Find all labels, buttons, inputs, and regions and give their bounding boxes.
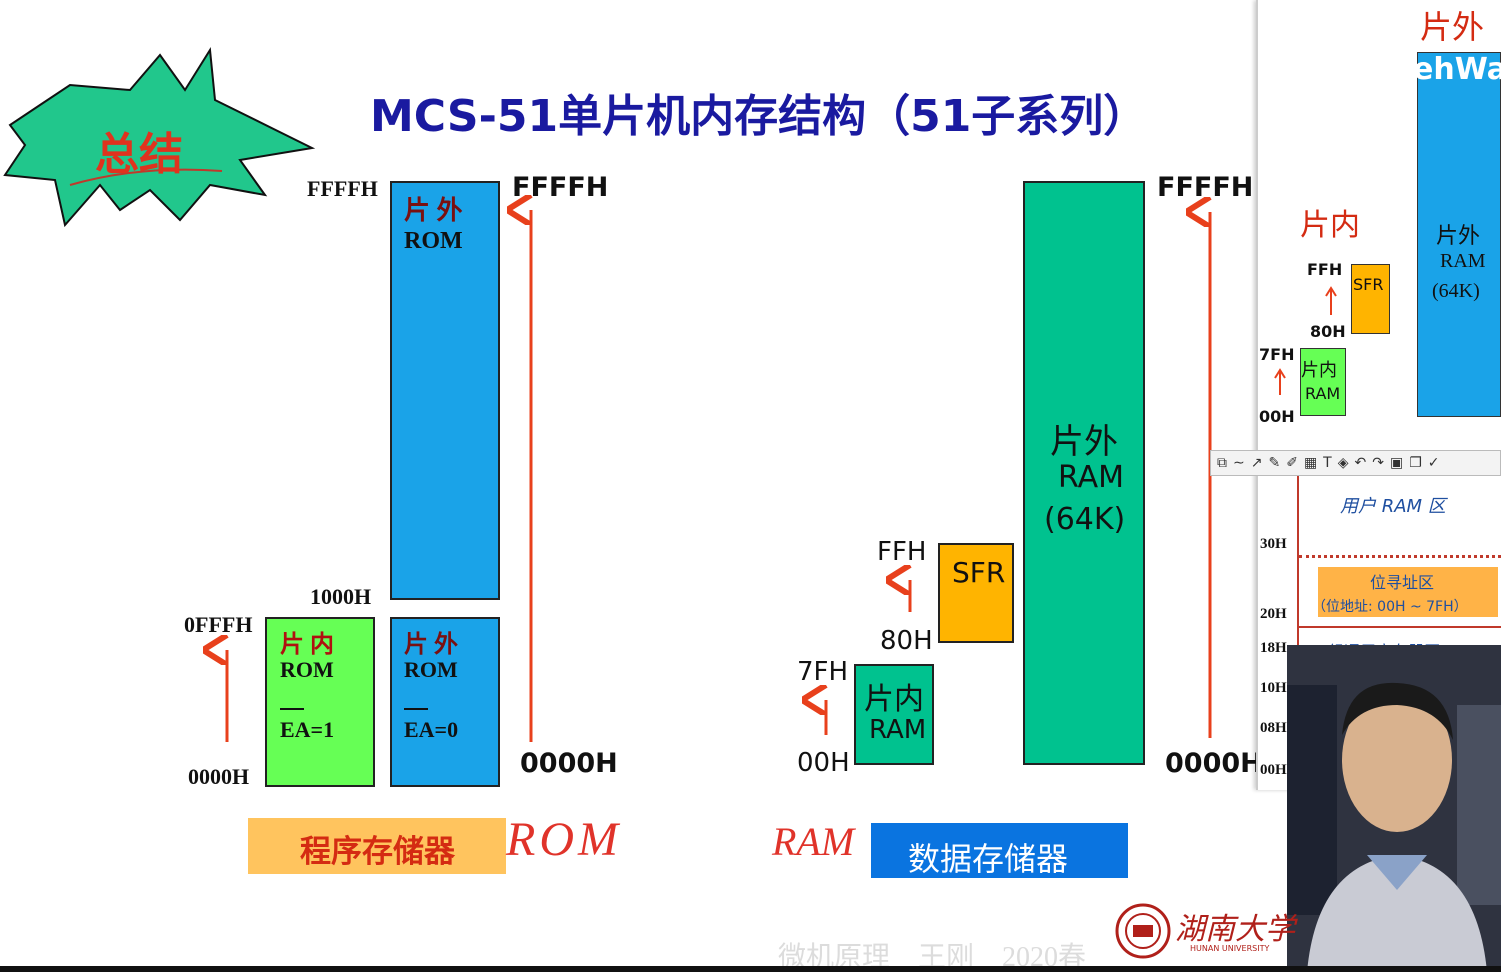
- side-sfr-label: SFR: [1353, 275, 1384, 294]
- data-memory-caption: [871, 823, 1128, 878]
- side-int-ram-sub: RAM: [1305, 384, 1341, 403]
- internal-rom-label: 片 内: [280, 632, 334, 658]
- side-ffh: FFH: [1307, 260, 1343, 279]
- university-seal-icon: [1115, 903, 1171, 959]
- data-axis-bottom: 0000H: [1165, 748, 1263, 779]
- handwritten-rom: ROM: [506, 813, 622, 866]
- ea0-overline: [404, 708, 428, 710]
- side-ext-ram-label: 片外: [1436, 223, 1481, 248]
- program-arrows: [0, 0, 700, 742]
- side-bit-addr: （位地址: 00H ~ 7FH）: [1312, 599, 1468, 615]
- program-memory-caption-text: 程序存储器: [300, 834, 455, 870]
- side-arrows: [1274, 286, 1337, 395]
- internal-ram-block: [854, 664, 934, 765]
- eraser-tool-icon[interactable]: ◈: [1337, 455, 1349, 471]
- curve-tool-icon[interactable]: ∼: [1233, 455, 1245, 471]
- addr-7fh: 7FH: [797, 657, 849, 687]
- external-rom-low-ea: EA=0: [404, 717, 459, 742]
- side-30h: 30H: [1260, 536, 1287, 552]
- side-bit-area-block: [1318, 567, 1498, 617]
- pen-tool-icon[interactable]: ✎: [1268, 455, 1281, 471]
- internal-rom-ea: EA=1: [280, 717, 335, 742]
- side-10h: 10H: [1260, 680, 1287, 696]
- side-user-ram: 用户 RAM 区: [1340, 496, 1446, 517]
- bottom-bar: [0, 966, 1501, 972]
- side-bit-area: 位寻址区: [1370, 573, 1435, 592]
- university-name-en: HUNAN UNIVERSITY: [1190, 944, 1270, 953]
- program-axis-top: FFFFH: [512, 172, 609, 203]
- side-int-ram-label: 片内: [1301, 360, 1337, 381]
- university-name-cn: 湖南大学: [1175, 912, 1295, 947]
- undo-icon[interactable]: ↶: [1354, 455, 1367, 471]
- page-title: MCS-51单片机内存结构（51子系列）: [370, 91, 1148, 142]
- side-80h: 80H: [1310, 322, 1346, 341]
- confirm-icon[interactable]: ✓: [1427, 455, 1440, 471]
- sfr-block: [938, 543, 1014, 643]
- mosaic-tool-icon[interactable]: ▦: [1303, 455, 1318, 471]
- badge-text: 总结: [95, 129, 183, 180]
- external-ram-sub: RAM: [1058, 460, 1125, 495]
- data-memory-caption-text: 数据存储器: [908, 840, 1069, 878]
- side-08h: 08H: [1260, 720, 1287, 736]
- side-sfr-block: [1351, 264, 1390, 334]
- external-ram-block: [1023, 181, 1145, 765]
- text-tool-icon[interactable]: T: [1323, 455, 1332, 471]
- side-table-left-border: [1297, 476, 1299, 790]
- copy-icon[interactable]: ❐: [1409, 455, 1422, 471]
- side-20h: 20H: [1260, 606, 1287, 622]
- data-axis-top: FFFFH: [1157, 172, 1254, 203]
- program-axis-bottom: 0000H: [520, 748, 618, 779]
- addr-00h: 00H: [797, 748, 850, 778]
- annotation-toolbar: ⧉ ∼ ↗ ✎ ✐ ▦ T ◈ ↶ ↷ ▣ ❐ ✓: [1210, 450, 1501, 476]
- side-inner-label: 片内: [1300, 208, 1360, 243]
- addr-0fffh: 0FFFH: [184, 612, 253, 637]
- side-top-label: 片外: [1420, 8, 1485, 46]
- side-00h-table: 00H: [1260, 762, 1287, 778]
- summary-badge: [3, 46, 316, 228]
- external-rom-high-label: 片 外: [404, 196, 463, 225]
- internal-rom-block: [265, 617, 375, 787]
- webcam-video: [1287, 645, 1501, 972]
- side-18h: 18H: [1260, 640, 1287, 656]
- side-partial-text: ehWa: [1413, 52, 1501, 87]
- ea1-overline: [280, 708, 304, 710]
- side-7fh: 7FH: [1259, 345, 1295, 364]
- addr-1000h: 1000H: [310, 584, 372, 609]
- side-ext-ram-sub: RAM: [1440, 250, 1486, 272]
- external-rom-block-low: [390, 617, 500, 787]
- data-arrows: [700, 0, 1260, 738]
- side-ext-ram-block: [1417, 52, 1501, 417]
- internal-ram-sub: RAM: [869, 715, 927, 745]
- external-rom-low-label: 片 外: [404, 632, 458, 658]
- side-ext-ram-size: (64K): [1432, 280, 1480, 302]
- addr-ffh: FFH: [877, 537, 927, 567]
- program-memory-caption: [248, 818, 506, 874]
- addr-ffffh-left: FFFFH: [307, 176, 378, 201]
- addr-0000h-left: 0000H: [188, 764, 250, 789]
- arrow-tool-icon[interactable]: ↗: [1250, 455, 1263, 471]
- external-rom-high-sub: ROM: [404, 228, 463, 254]
- side-hline-20h: [1299, 626, 1501, 628]
- presenter-video-icon: [1287, 645, 1501, 972]
- internal-rom-sub: ROM: [280, 657, 334, 682]
- save-icon[interactable]: ▣: [1389, 455, 1404, 471]
- side-int-ram-block: [1300, 348, 1346, 416]
- external-rom-block-high: [390, 181, 500, 600]
- side-dotted-line: [1299, 555, 1501, 558]
- external-ram-label: 片外: [1050, 422, 1118, 462]
- redo-icon[interactable]: ↷: [1372, 455, 1384, 471]
- handwritten-ram: RAM: [772, 819, 855, 864]
- select-tool-icon[interactable]: ⧉: [1217, 455, 1227, 471]
- addr-80h: 80H: [880, 626, 933, 656]
- internal-ram-label: 片内: [864, 682, 924, 717]
- sfr-label: SFR: [952, 556, 1006, 589]
- external-rom-low-sub: ROM: [404, 657, 458, 682]
- external-ram-size: (64K): [1044, 502, 1126, 537]
- side-00h: 00H: [1259, 407, 1295, 426]
- marker-tool-icon[interactable]: ✐: [1286, 455, 1298, 471]
